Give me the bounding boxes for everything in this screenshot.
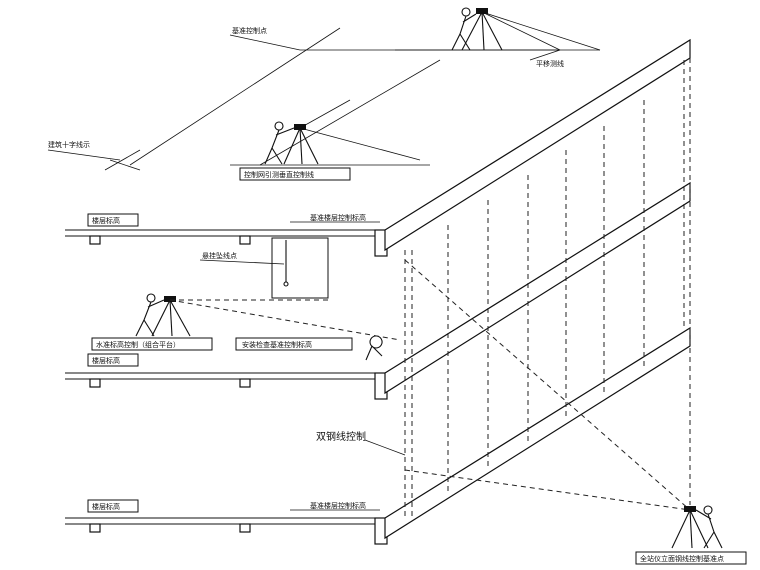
flatness-low-label: 基准楼层控制标高: [310, 501, 366, 510]
mid-floor-slab: 楼层标高 安装检查基准控制标高: [65, 335, 388, 400]
instrument-low-label: 全站仪立面钢线控制基准点: [640, 554, 724, 563]
offset-label: 平移测线: [536, 59, 564, 68]
plumb-box: 悬挂坠线点: [199, 237, 329, 299]
mid-note-label: 安装检查基准控制标高: [242, 340, 312, 349]
top-labels: 基准控制点 平移测线 建筑十字线示 控制网引测垂直控制线: [47, 26, 564, 181]
plan-tripod-icon: [264, 99, 421, 165]
person-icon: [365, 335, 383, 361]
control-lines: 双钢线控制: [169, 259, 691, 511]
mid-tripod-icon: 水准标高控制（组合平台）: [91, 293, 213, 351]
instrument-top-label: 控制网引测垂直控制线: [244, 170, 314, 179]
low-tripod-icon: 全站仪立面钢线控制基准点: [635, 505, 747, 565]
floor-mid-label: 楼层标高: [92, 356, 120, 365]
top-ground-plane: [104, 27, 600, 171]
double-line-label: 双钢线控制: [316, 430, 366, 443]
upper-floor-slab: 楼层标高 基准楼层控制标高: [65, 213, 388, 257]
top-tripod-icon: [451, 7, 601, 51]
flatness-upper-label: 基准楼层控制标高: [310, 213, 366, 222]
floor-low-label: 楼层标高: [92, 502, 120, 511]
plumb-label: 悬挂坠线点: [202, 251, 237, 260]
cross-line-label: 建筑十字线示: [48, 140, 90, 149]
lower-floor-slab: 楼层标高 基准楼层控制标高: [65, 499, 388, 545]
floor-upper-label: 楼层标高: [92, 216, 120, 225]
facade-beams: [384, 38, 691, 540]
instrument-mid-label: 水准标高控制（组合平台）: [96, 340, 180, 349]
top-ref-label: 基准控制点: [232, 26, 267, 35]
vertical-mullions: [404, 58, 691, 520]
